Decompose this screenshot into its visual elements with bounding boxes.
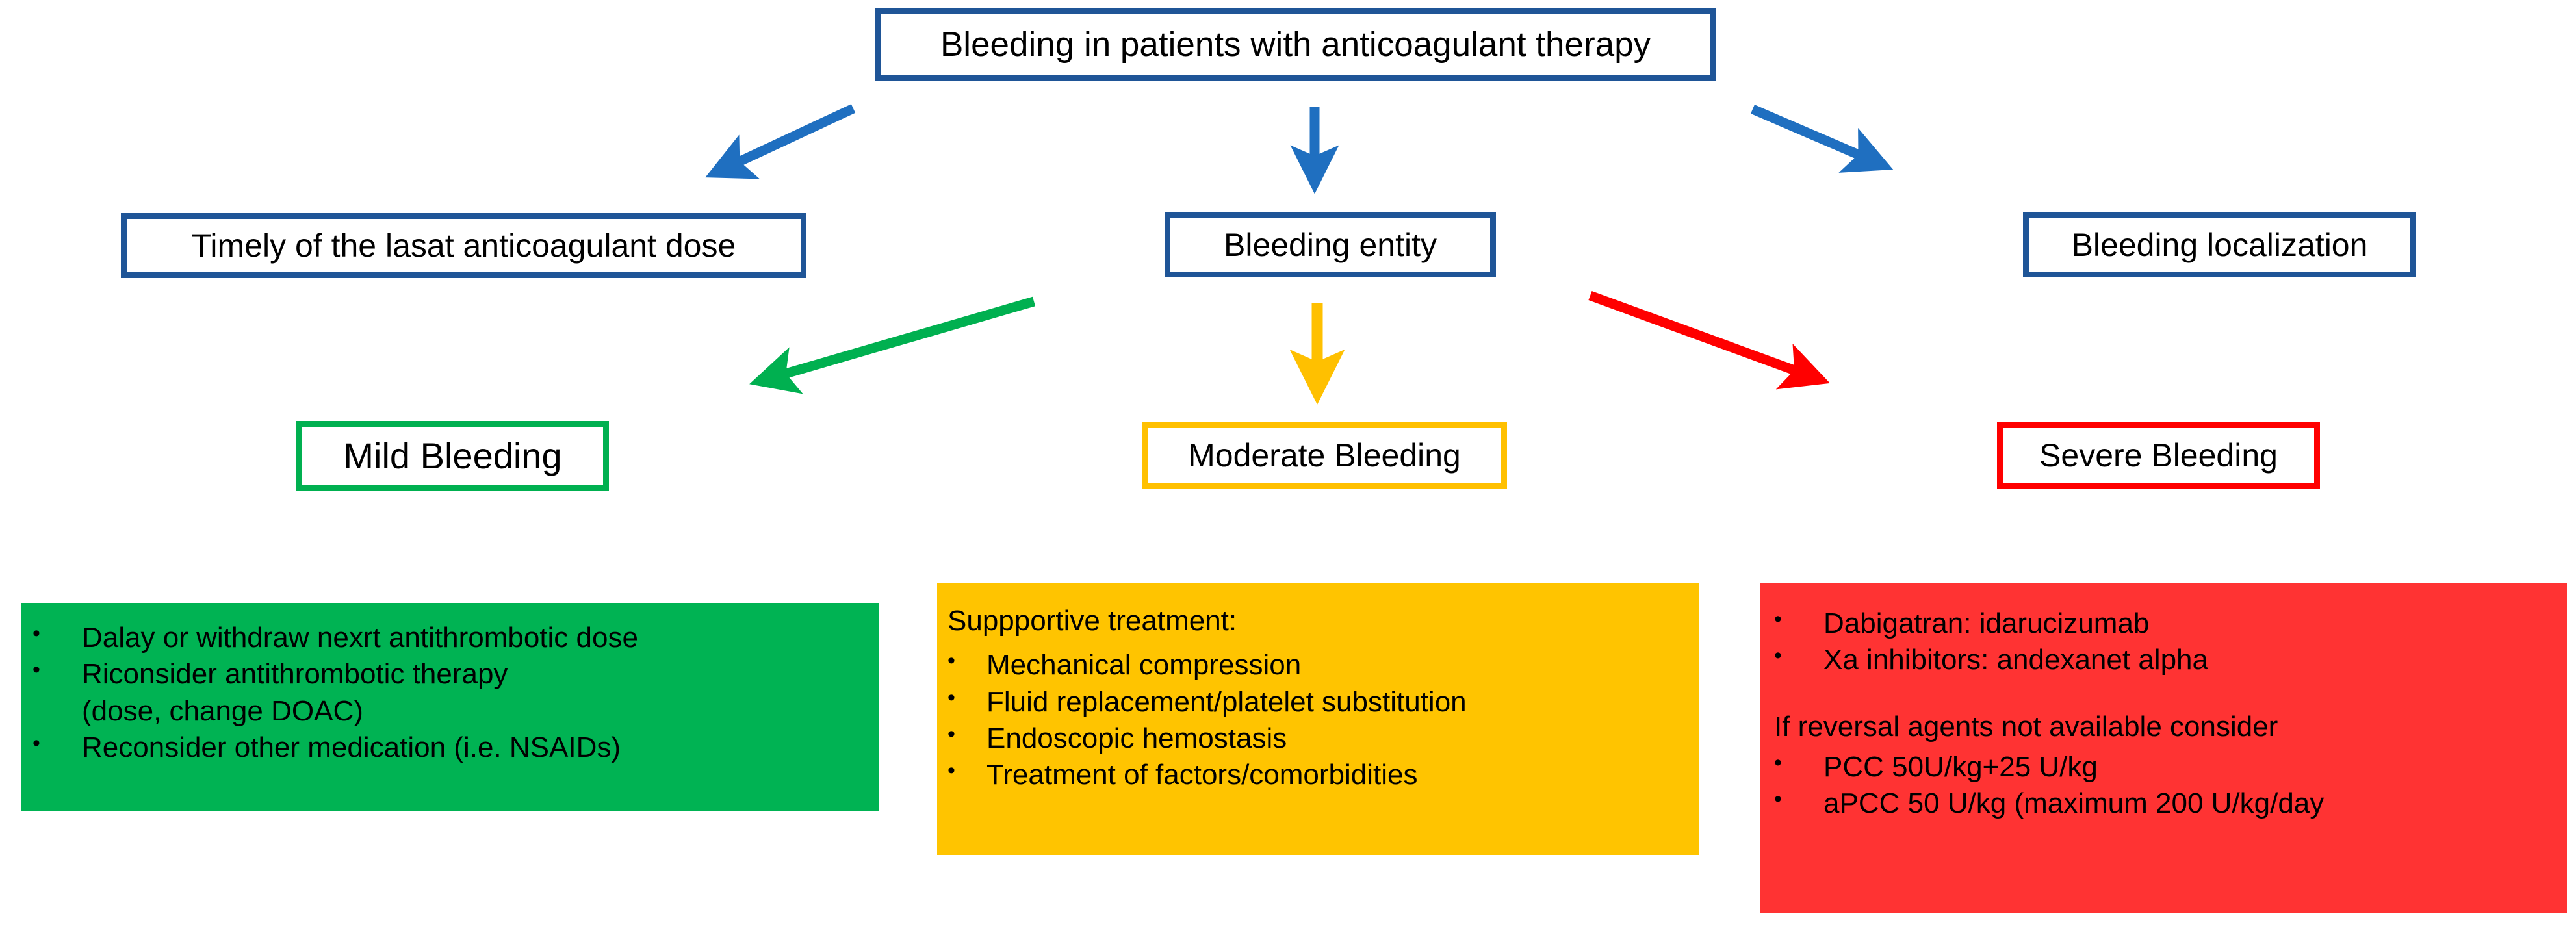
list-item-label: Mechanical compression — [986, 649, 1302, 681]
panel-mild-bleeding: • Dalay or withdraw nexrt antithrombotic… — [21, 603, 879, 811]
panel-moderate-bleeding: Suppportive treatment: • Mechanical comp… — [937, 583, 1699, 855]
list-item-label: Endoscopic hemostasis — [986, 722, 1287, 754]
bullet-icon: • — [1774, 607, 1782, 631]
assessment-box-bleeding-localization[interactable]: Bleeding localization — [2023, 212, 2416, 277]
bullet-icon: • — [32, 657, 40, 683]
list-item: • Dalay or withdraw nexrt antithrombotic… — [32, 620, 879, 656]
bullet-icon: • — [947, 721, 955, 746]
assessment-box-timely[interactable]: Timely of the lasat anticoagulant dose — [121, 213, 806, 278]
bullet-icon: • — [1774, 750, 1782, 775]
arrow-entity-to-severe — [1588, 290, 1831, 390]
list-item-label: Fluid replacement/platelet substitution — [986, 685, 1467, 718]
severity-box-severe[interactable]: Severe Bleeding — [1997, 422, 2320, 489]
list-item-label: Dalay or withdraw nexrt antithrombotic d… — [82, 622, 638, 654]
list-item-label: Riconsider antithrombotic therapy — [82, 658, 508, 691]
arrow-title-to-timely — [705, 104, 856, 179]
list-item: • Dabigatran: idarucizumab — [1774, 605, 2567, 642]
assessment-box-bleeding-entity[interactable]: Bleeding entity — [1165, 212, 1496, 277]
list-item-label: Dabigatran: idarucizumab — [1823, 607, 2150, 639]
list-item: • Treatment of factors/comorbidities — [947, 757, 1699, 793]
severity-box-mild[interactable]: Mild Bleeding — [296, 421, 609, 491]
list-item: • Riconsider antithrombotic therapy — [32, 656, 879, 693]
list-item: • Xa inhibitors: andexanet alpha — [1774, 642, 2567, 678]
arrow-entity-to-mild — [749, 296, 1036, 394]
bullet-icon: • — [32, 730, 40, 756]
list-item-continuation: (dose, change DOAC) — [32, 693, 879, 730]
list-item-label: aPCC 50 U/kg (maximum 200 U/kg/day — [1823, 787, 2325, 820]
list-item: • aPCC 50 U/kg (maximum 200 U/kg/day — [1774, 785, 2567, 822]
bullet-icon: • — [1774, 787, 1782, 812]
list-item-label: (dose, change DOAC) — [82, 694, 363, 727]
list-item-label: Treatment of factors/comorbidities — [986, 759, 1418, 791]
bullet-icon: • — [947, 685, 955, 710]
bullet-icon: • — [947, 648, 955, 674]
list-item-label: PCC 50U/kg+25 U/kg — [1823, 750, 2098, 783]
list-item: • Endoscopic hemostasis — [947, 720, 1699, 757]
list-item: • Mechanical compression — [947, 647, 1699, 683]
panel-severe-bleeding: • Dabigatran: idarucizumab • Xa inhibito… — [1760, 583, 2567, 913]
list-item-label: Reconsider other medication (i.e. NSAIDs… — [82, 731, 621, 763]
arrow-title-to-localization — [1751, 105, 1894, 173]
list-item-label: Xa inhibitors: andexanet alpha — [1823, 644, 2208, 676]
list-item: • Fluid replacement/platelet substitutio… — [947, 684, 1699, 720]
panel-heading: Suppportive treatment: — [947, 605, 1237, 637]
bullet-icon: • — [1774, 643, 1782, 668]
panel-note: If reversal agents not available conside… — [1774, 710, 2278, 743]
severity-box-moderate[interactable]: Moderate Bleeding — [1142, 422, 1507, 489]
bullet-icon: • — [32, 621, 40, 646]
list-item: • PCC 50U/kg+25 U/kg — [1774, 749, 2567, 785]
title-box[interactable]: Bleeding in patients with anticoagulant … — [875, 8, 1716, 81]
bullet-icon: • — [947, 758, 955, 783]
list-item: • Reconsider other medication (i.e. NSAI… — [32, 730, 879, 766]
